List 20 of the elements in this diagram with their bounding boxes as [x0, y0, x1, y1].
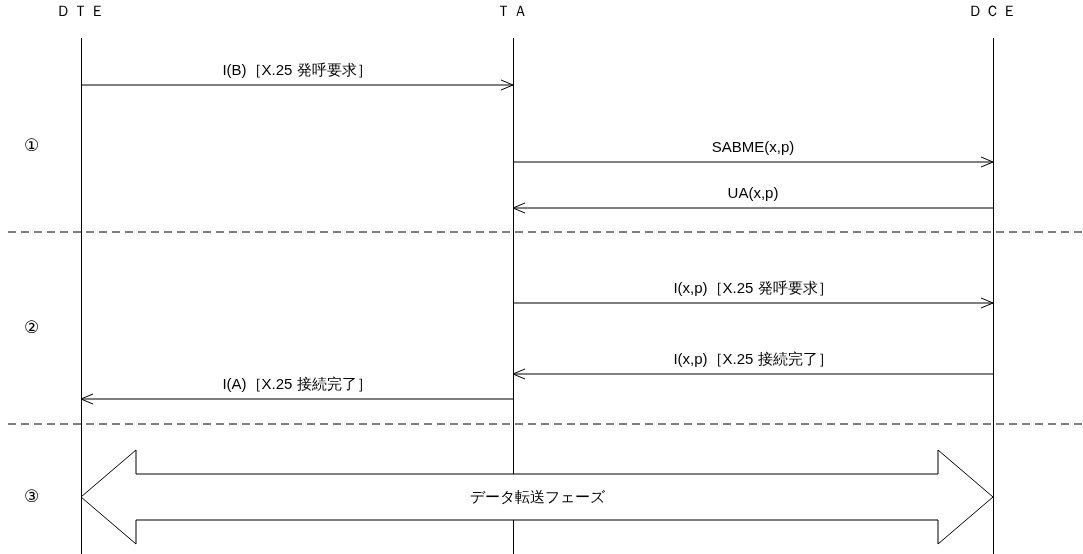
message-arrow	[80, 79, 514, 91]
edge-label: I(B)［X.25 発呼要求］	[222, 61, 372, 79]
message-arrow	[512, 156, 994, 168]
message-arrow	[512, 297, 994, 309]
phase-number: ②	[24, 318, 40, 338]
edge-label: データ転送フェーズ	[469, 488, 605, 506]
block-double-arrow	[80, 449, 994, 545]
lifeline-header: ＤＴＥ	[54, 2, 108, 20]
phase-number: ①	[24, 136, 40, 156]
edge-label: UA(x,p)	[727, 184, 779, 202]
edge-label: I(x,p)［X.25 発呼要求］	[673, 279, 833, 297]
lifeline-header: ＤＣＥ	[966, 2, 1020, 20]
edge-label: I(x,p)［X.25 接続完了］	[673, 350, 833, 368]
phase-number: ③	[24, 487, 40, 507]
message-arrow	[512, 202, 994, 214]
edge-label: SABME(x,p)	[711, 138, 795, 156]
edge-label: I(A)［X.25 接続完了］	[222, 375, 372, 393]
message-arrow	[512, 368, 994, 380]
lifeline-header: ＴＡ	[495, 2, 531, 20]
message-arrow	[80, 393, 514, 405]
